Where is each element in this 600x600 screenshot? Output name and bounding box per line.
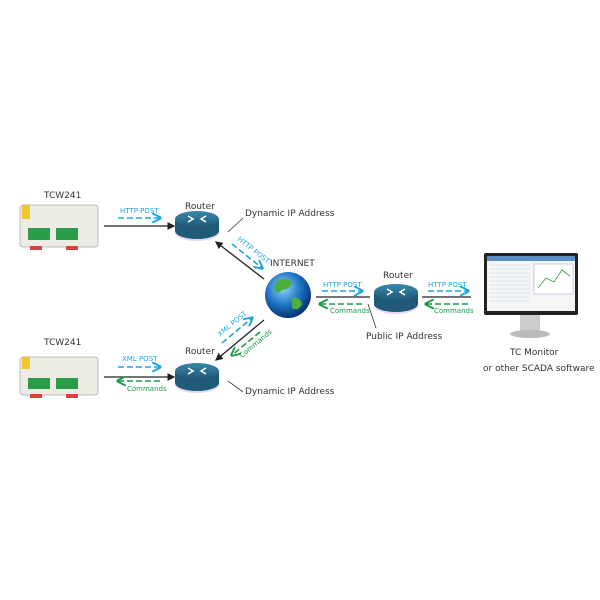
public-ip-label: Public IP Address <box>366 332 443 342</box>
link-line <box>214 241 265 280</box>
post-arrow <box>231 243 262 268</box>
monitor-subtitle: or other SCADA software <box>483 364 595 374</box>
commands-label: Commands <box>330 307 370 315</box>
http-post-label: HTTP POST <box>428 281 467 289</box>
dynamic-ip-label: Dynamic IP Address <box>245 387 335 397</box>
router-icon <box>175 363 219 393</box>
leader-line <box>227 217 244 233</box>
tcw241-device-1 <box>19 204 99 250</box>
commands-label: Commands <box>127 385 167 393</box>
http-post-label: HTTP POST <box>120 207 159 215</box>
post-arrow <box>221 318 252 344</box>
monitor-icon <box>484 253 578 338</box>
router-icon <box>175 211 219 241</box>
http-post-label: HTTP POST <box>323 281 362 289</box>
device-label: TCW241 <box>43 191 81 201</box>
tcw241-device-2 <box>19 356 99 398</box>
router-label: Router <box>383 271 413 281</box>
router-label: Router <box>185 347 215 357</box>
commands-label: Commands <box>238 328 274 360</box>
globe-icon <box>265 272 311 318</box>
dynamic-ip-label: Dynamic IP Address <box>245 209 335 219</box>
device-label: TCW241 <box>43 338 81 348</box>
leader-line <box>227 380 244 393</box>
router-label: Router <box>185 202 215 212</box>
leader-line <box>367 303 377 329</box>
internet-label: INTERNET <box>270 259 315 269</box>
commands-arrow <box>232 331 261 355</box>
router-icon <box>374 284 418 314</box>
link-line <box>215 319 265 361</box>
commands-label: Commands <box>434 307 474 315</box>
monitor-title: TC Monitor <box>509 348 559 358</box>
xml-post-label: XML POST <box>122 355 158 363</box>
